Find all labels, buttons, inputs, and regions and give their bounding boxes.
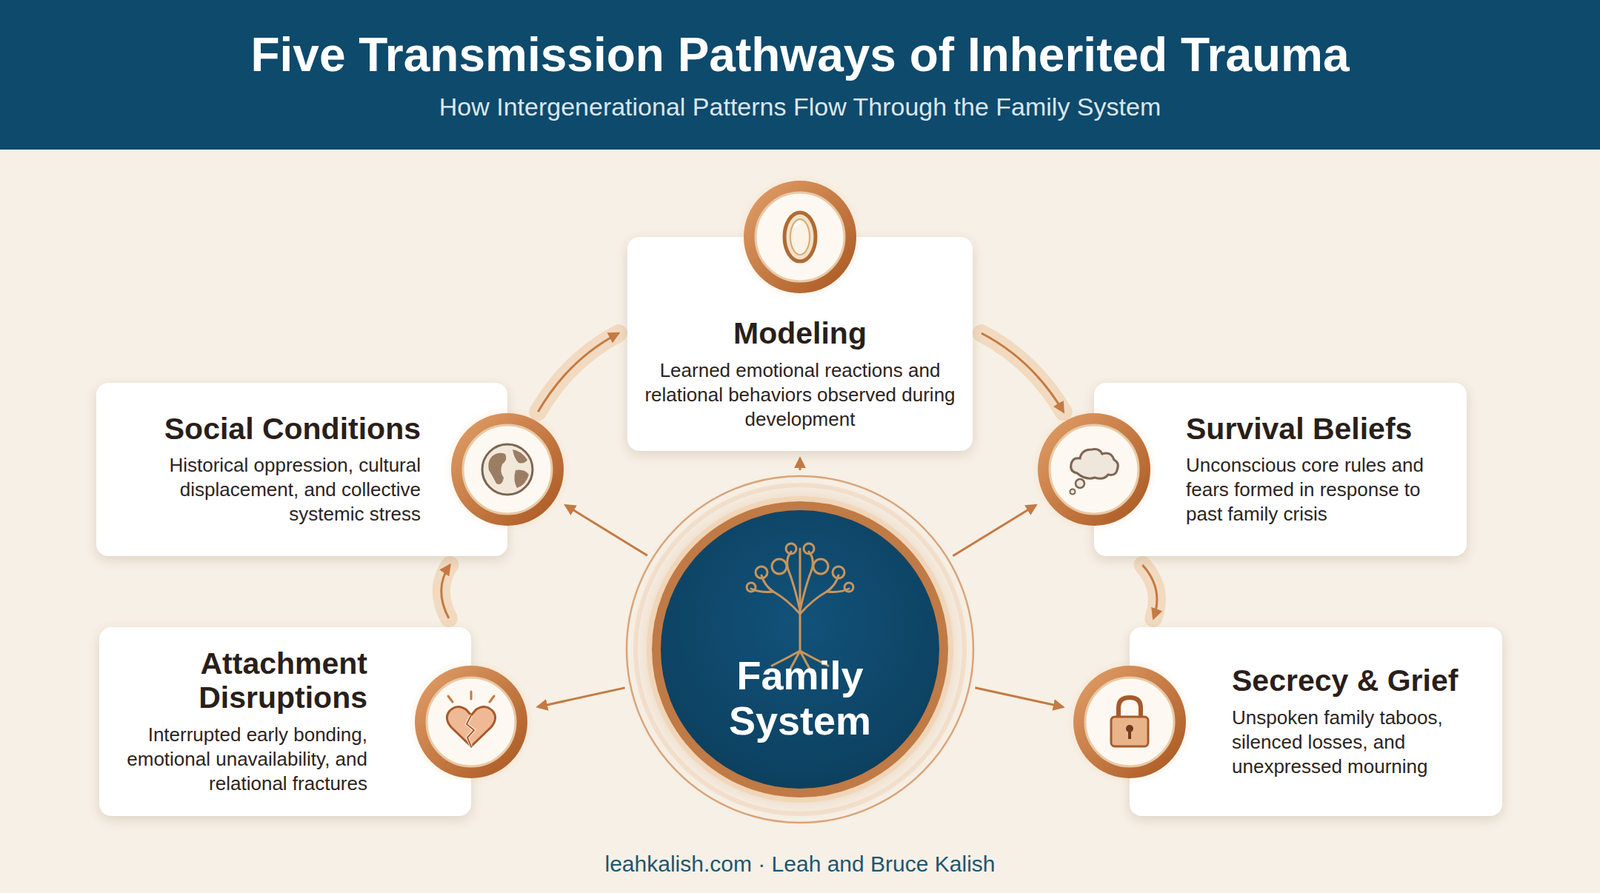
arrow-line bbox=[974, 688, 1063, 708]
arrow-line bbox=[441, 565, 451, 619]
flow-arrow bbox=[565, 505, 648, 556]
card-heading: Secrecy & Grief bbox=[1231, 664, 1488, 699]
header-band: Five Transmission Pathways of Inherited … bbox=[0, 0, 1600, 150]
arrow-line bbox=[565, 505, 648, 556]
pathway-card: Secrecy & GriefUnspoken family taboos, s… bbox=[1129, 627, 1503, 817]
arrow-line bbox=[1142, 565, 1158, 619]
card-body: Unspoken family taboos, silenced losses,… bbox=[1231, 705, 1488, 780]
card-heading: Modeling bbox=[642, 317, 958, 352]
padlock-icon bbox=[1066, 659, 1193, 786]
card-body: Historical oppression, cultural displace… bbox=[111, 453, 421, 527]
outer-ring bbox=[626, 476, 974, 823]
flow-arrow bbox=[800, 458, 801, 471]
arrow-line bbox=[537, 333, 619, 412]
pathway-card: Survival BeliefsUnconscious core rules a… bbox=[1094, 382, 1467, 557]
card-body: Interrupted early bonding, emotional una… bbox=[114, 722, 368, 797]
flow-arrow bbox=[952, 505, 1036, 557]
flow-arrow bbox=[981, 333, 1064, 412]
card-body: Unconscious core rules and fears formed … bbox=[1185, 453, 1452, 527]
center-label: Family System bbox=[711, 653, 889, 743]
arrow-line bbox=[537, 688, 626, 708]
flow-arrow bbox=[537, 688, 626, 708]
card-heading: Social Conditions bbox=[111, 412, 421, 447]
flow-arrow bbox=[537, 333, 619, 412]
subtitle: How Intergenerational Patterns Flow Thro… bbox=[0, 91, 1600, 123]
thought-icon bbox=[1031, 406, 1158, 533]
arrow-line bbox=[952, 505, 1036, 557]
card-body: Learned emotional reactions and relation… bbox=[642, 358, 958, 432]
halo-ring bbox=[635, 485, 965, 815]
pathway-card: ModelingLearned emotional reactions and … bbox=[627, 237, 973, 452]
flow-band bbox=[1142, 565, 1158, 619]
flow-arrow bbox=[441, 565, 451, 619]
flow-band bbox=[537, 333, 619, 412]
pathway-card: Social ConditionsHistorical oppression, … bbox=[96, 382, 508, 557]
broken-heart-icon bbox=[408, 659, 535, 786]
mirror-icon bbox=[737, 174, 863, 300]
tree-emblem bbox=[734, 540, 866, 674]
card-heading: Attachment Disruptions bbox=[114, 647, 368, 716]
arrow-line bbox=[981, 333, 1064, 412]
arrow-line bbox=[799, 458, 802, 471]
flow-arrow bbox=[1142, 565, 1158, 619]
pathway-card: Attachment DisruptionsInterrupted early … bbox=[99, 627, 472, 817]
flow-band bbox=[981, 333, 1064, 412]
diagram-title: Five Transmission Pathways of Inherited … bbox=[0, 0, 1600, 83]
footer-credit: leahkalish.com · Leah and Bruce Kalish bbox=[0, 851, 1600, 878]
globe-icon bbox=[444, 406, 571, 533]
center-circle: Family System bbox=[651, 501, 949, 798]
flow-arrow bbox=[974, 688, 1063, 708]
card-heading: Survival Beliefs bbox=[1185, 412, 1452, 447]
flow-band bbox=[441, 565, 451, 619]
